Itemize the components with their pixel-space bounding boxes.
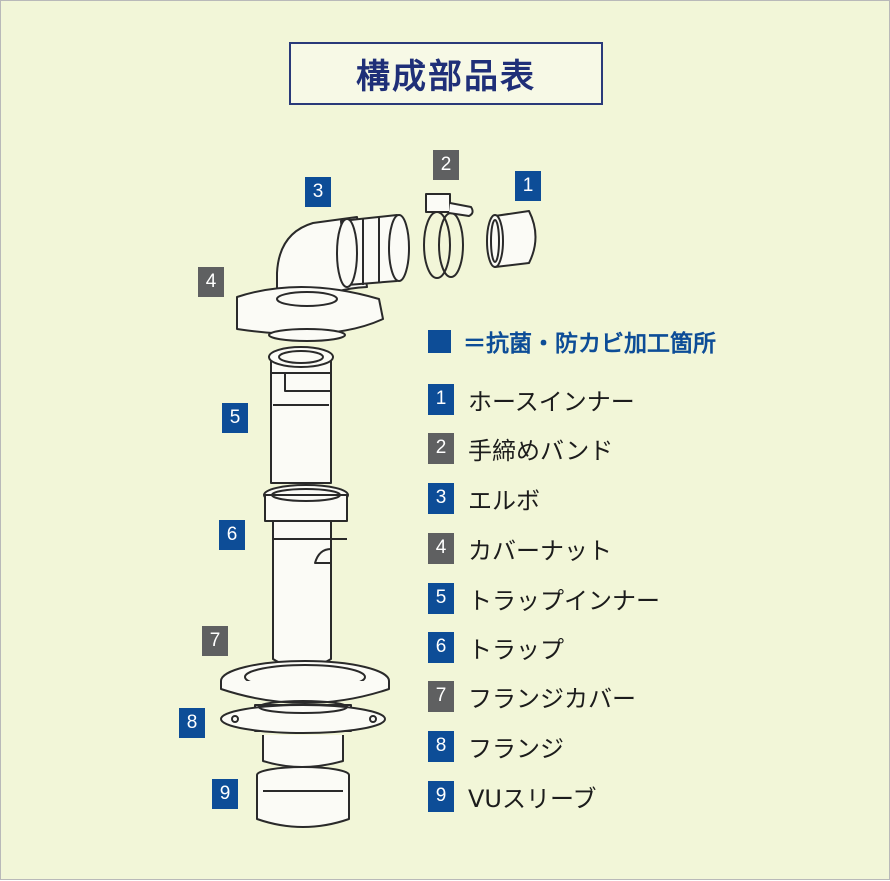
part-name: 手締めバンド (468, 431, 613, 466)
flange-part (221, 701, 385, 767)
callout-badge-5: 5 (222, 403, 248, 433)
part-number-badge: 3 (428, 483, 454, 514)
hand-band-part (424, 194, 473, 278)
part-name: トラップ (468, 630, 564, 665)
callout-badge-4: 4 (198, 267, 224, 297)
callout-badge-9: 9 (212, 779, 238, 809)
list-item: 1 ホースインナー (428, 383, 635, 415)
part-name: ホースインナー (468, 382, 635, 417)
legend: ＝抗菌・防カビ加工箇所 (428, 326, 716, 356)
part-name: カバーナット (468, 531, 612, 566)
callout-badge-6: 6 (219, 520, 245, 550)
list-item: 3 エルボ (428, 482, 540, 514)
trap-inner-part (269, 347, 333, 483)
flange-cover-part (221, 661, 389, 703)
list-item: 5 トラップインナー (428, 582, 660, 614)
part-number-badge: 9 (428, 781, 454, 812)
trap-part (264, 485, 348, 668)
part-number-badge: 5 (428, 583, 454, 614)
list-item: 8 フランジ (428, 730, 564, 762)
part-name: フランジ (468, 729, 564, 764)
callout-badge-2: 2 (433, 150, 459, 180)
part-number-badge: 8 (428, 731, 454, 762)
part-name: エルボ (468, 481, 540, 516)
callout-badge-1: 1 (515, 171, 541, 201)
part-number-badge: 6 (428, 632, 454, 663)
part-name: VUスリーブ (468, 779, 597, 814)
callout-badge-3: 3 (305, 177, 331, 207)
callout-badge-8: 8 (179, 708, 205, 738)
list-item: 4 カバーナット (428, 532, 612, 564)
vu-sleeve-part (257, 767, 349, 827)
list-item: 7 フランジカバー (428, 680, 636, 712)
part-name: フランジカバー (468, 679, 636, 714)
list-item: 6 トラップ (428, 631, 564, 663)
legend-square-icon (428, 330, 451, 353)
list-item: 9 VUスリーブ (428, 780, 597, 812)
part-number-badge: 2 (428, 433, 454, 464)
part-number-badge: 4 (428, 533, 454, 564)
part-name: トラップインナー (468, 581, 660, 616)
list-item: 2 手締めバンド (428, 432, 613, 464)
callout-badge-7: 7 (202, 626, 228, 656)
legend-text: ＝抗菌・防カビ加工箇所 (463, 324, 716, 358)
part-number-badge: 7 (428, 681, 454, 712)
part-number-badge: 1 (428, 384, 454, 415)
cover-nut-part (237, 287, 383, 341)
hose-inner-part (487, 211, 536, 267)
